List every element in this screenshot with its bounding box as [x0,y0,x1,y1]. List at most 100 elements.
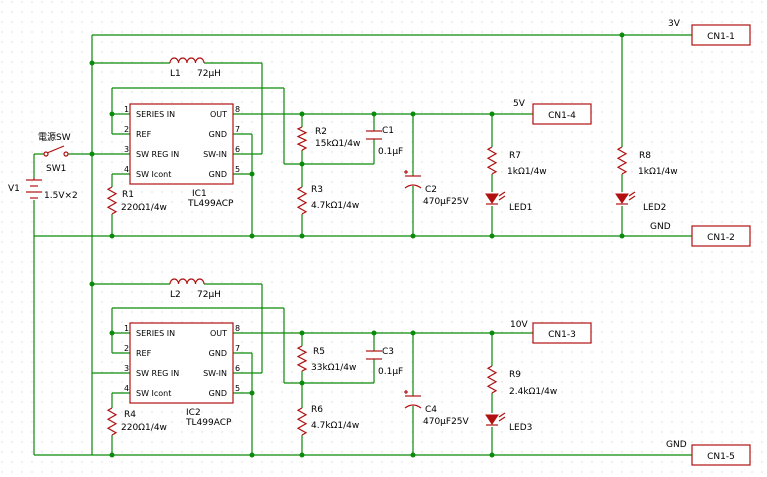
ic1-pin-series-in: SERIES IN [136,110,175,119]
r4-ref: R4 [124,410,136,420]
connector-label: CN1-1 [707,32,735,42]
ic1-chip: SERIES IN REF SW REG IN SW Icont OUT GND… [124,103,240,209]
r6-value: 4.7kΩ1/4w [311,421,359,431]
connector-cn1-2[interactable]: CN1-2 [691,225,751,247]
ic2-pin-series-in: SERIES IN [136,329,175,338]
r9-value: 2.4kΩ1/4w [509,387,557,397]
r2-ref: R2 [315,127,327,137]
ic2-pin-num: 3 [124,364,129,373]
resistor-r6: R6 4.7kΩ1/4w [296,405,359,436]
capacitor-c4: C4 470μF25V [404,390,470,427]
ic2-pin-num: 2 [124,344,129,353]
resistor-r7: R7 1kΩ1/4w [486,146,547,177]
ic1-pin-sw-icont: SW Icont [136,170,171,179]
resistor-r3: R3 4.7kΩ1/4w [296,185,359,215]
ic1-pin-ref: REF [136,130,152,139]
wires [33,34,692,456]
resistor-r8: R8 1kΩ1/4w [616,146,678,177]
c4-value: 470μF25V [423,417,470,427]
led3-ref: LED3 [509,423,532,433]
resistor-r4: R4 220Ω1/4w [106,407,167,436]
c3-ref: C3 [382,347,394,357]
ic1-pin-sw-in: SW-IN [203,150,227,159]
l1-value: 72μH [197,69,221,79]
resistor-r9: R9 2.4kΩ1/4w [486,365,557,397]
r5-value: 33kΩ1/4w [311,363,356,373]
junctions [89,32,625,458]
r7-ref: R7 [509,151,521,161]
ic1-pin-num: 3 [124,145,129,154]
ic1-pin-gnd-7: GND [209,130,227,139]
c4-ref: C4 [425,405,437,415]
connector-cn1-5[interactable]: CN1-5 [691,444,751,466]
ic2-pin-ref: REF [136,349,152,358]
ic1-ref: IC1 [192,189,207,199]
ic2-pin-sw-icont: SW Icont [136,389,171,398]
switch-ref: SW1 [46,164,66,174]
battery-v1: V1 1.5V×2 [8,178,78,201]
ic1-pin-num: 2 [124,125,129,134]
ic2-pin-gnd-5: GND [209,389,227,398]
battery-ref: V1 [8,184,20,194]
rail-label-gnd-2: GND [666,440,687,450]
inductor-l2: L2 72μH [169,278,221,300]
r4-value: 220Ω1/4w [121,423,167,433]
ic1-pin-num: 7 [235,125,240,134]
rail-label-5v: 5V [513,99,526,109]
r3-value: 4.7kΩ1/4w [311,201,359,211]
l1-ref: L1 [170,69,181,79]
capacitor-c1: C1 0.1μF [366,126,403,157]
led-led3: LED3 [485,412,532,433]
l2-ref: L2 [170,290,181,300]
ic1-pin-sw-reg-in: SW REG IN [136,150,179,159]
resistor-r5: R5 33kΩ1/4w [296,345,356,373]
connector-label: CN1-5 [707,452,735,462]
ic2-pin-num: 1 [124,324,129,333]
capacitor-c3: C3 0.1μF [366,347,403,377]
connector-cn1-1[interactable]: CN1-1 [691,24,751,46]
r2-value: 15kΩ1/4w [315,139,360,149]
ic1-pin-num: 4 [124,165,129,174]
ic2-pin-num: 7 [235,344,240,353]
led-led2: LED2 [615,191,666,213]
l2-value: 72μH [197,290,221,300]
c1-ref: C1 [382,126,394,136]
ic2-pin-out: OUT [210,329,227,338]
r8-value: 1kΩ1/4w [638,167,678,177]
r3-ref: R3 [311,185,323,195]
rail-label-10v: 10V [510,320,528,330]
ic2-pin-num: 5 [235,384,240,393]
led-led1: LED1 [485,191,532,213]
c2-ref: C2 [425,185,437,195]
connector-cn1-3[interactable]: CN1-3 [532,322,592,344]
ic1-pin-num: 1 [124,105,129,114]
led1-ref: LED1 [509,203,532,213]
ic1-pin-num: 6 [235,145,240,154]
ic1-part: TL499ACP [187,199,234,209]
ic1-pin-num: 8 [235,105,240,114]
ic2-pin-num: 6 [235,364,240,373]
r7-value: 1kΩ1/4w [507,167,547,177]
led2-ref: LED2 [643,203,666,213]
capacitor-c2: C2 470μF25V [404,170,470,207]
resistor-r1: R1 220Ω1/4w [106,186,167,215]
c2-value: 470μF25V [423,197,470,207]
ic2-pin-sw-reg-in: SW REG IN [136,369,179,378]
ic2-part: TL499ACP [185,418,232,428]
rail-label-3v: 3V [668,19,681,29]
ic1-pin-out: OUT [210,110,227,119]
rail-label-gnd-1: GND [650,222,671,232]
r6-ref: R6 [311,405,323,415]
r1-ref: R1 [122,190,134,200]
ic2-chip: SERIES IN REF SW REG IN SW Icont OUT GND… [124,322,240,428]
inductor-l1: L1 72μH [169,57,221,79]
connector-cn1-4[interactable]: CN1-4 [532,103,592,125]
connector-label: CN1-3 [548,330,576,340]
r8-ref: R8 [639,151,651,161]
connector-label: CN1-4 [548,111,576,121]
r5-ref: R5 [313,347,325,357]
switch-sw1: 電源SW SW1 [38,132,71,174]
r9-ref: R9 [509,370,521,380]
